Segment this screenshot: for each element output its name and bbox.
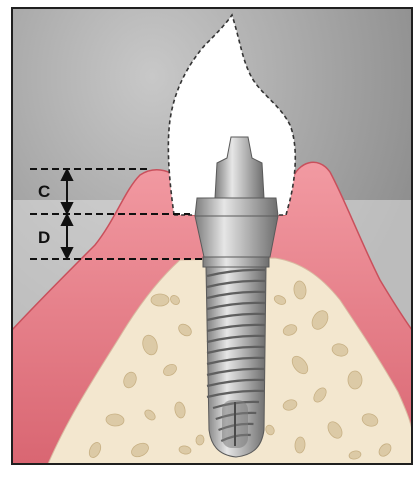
label-d: D — [38, 228, 50, 247]
label-c: C — [38, 182, 50, 201]
implant-screw — [203, 257, 269, 457]
bone-spot — [151, 294, 169, 306]
bone-spot — [348, 371, 362, 389]
